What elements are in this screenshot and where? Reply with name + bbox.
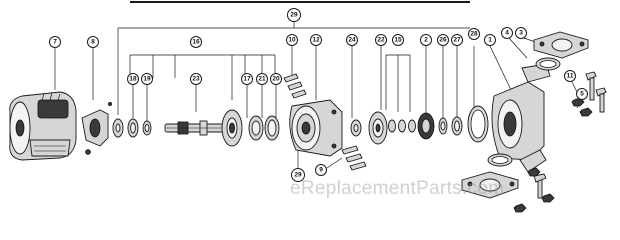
bushing-part-24 [350,119,362,137]
washer-parts-26-27 [438,116,463,136]
adapter-part-8 [81,102,113,155]
impeller-part-22 [368,111,388,145]
callout-22: 22 [375,34,387,46]
svg-text:29: 29 [290,12,298,19]
svg-text:15: 15 [394,37,402,44]
callout-26: 26 [437,34,449,46]
leaders-sub [132,79,277,122]
svg-text:8: 8 [91,39,95,46]
svg-text:27: 27 [453,37,461,44]
nuts-part-11 [571,97,593,117]
svg-text:5: 5 [580,91,584,98]
callout-29-bottom: 29 [291,168,305,182]
callout-3: 3 [515,27,527,39]
callout-16: 16 [190,36,202,48]
ring-parts-21-20 [248,115,280,141]
shaft-part-23 [164,120,226,136]
watermark-text: eReplacementParts.com [290,178,505,199]
callout-18: 18 [127,73,139,85]
gasket-part-4 [535,57,561,71]
callout-1: 1 [484,34,496,46]
svg-text:22: 22 [377,37,385,44]
callout-23: 23 [190,73,202,85]
svg-text:29: 29 [294,172,302,179]
svg-text:18: 18 [129,76,137,83]
callout-20: 20 [270,73,282,85]
svg-text:23: 23 [192,76,200,83]
callout-15: 15 [392,34,404,46]
svg-text:2: 2 [424,37,428,44]
callout-27: 27 [451,34,463,46]
exploded-parts-diagram: 29 7 8 16 10 12 24 22 15 2 26 27 [9,1,607,213]
callout-9: 9 [315,164,327,176]
svg-text:11: 11 [567,73,574,80]
callout-19: 19 [141,73,153,85]
svg-text:26: 26 [439,37,447,44]
screws-part-9 [341,145,367,171]
callout-29-top: 29 [287,8,301,22]
svg-text:9: 9 [319,167,323,174]
diffuser-part-2 [417,112,435,140]
svg-text:20: 20 [272,76,280,83]
leader-9 [326,157,343,169]
gasket-part-28 [467,105,489,143]
callout-21: 21 [256,73,268,85]
bracket-15 [385,54,411,112]
bolts-part-5 [585,71,607,113]
svg-text:7: 7 [53,39,57,46]
callout-24: 24 [346,34,358,46]
bracket-16-drops [129,55,276,100]
ring-parts-18-19 [112,118,152,138]
motor-part-7 [9,91,77,161]
svg-text:21: 21 [258,76,266,83]
svg-text:19: 19 [143,76,151,83]
callout-11: 11 [564,70,576,82]
callout-28: 28 [468,28,480,40]
callout-2: 2 [420,34,432,46]
callout-7: 7 [49,36,61,48]
bracket-part-12 [289,99,343,157]
svg-text:1: 1 [488,37,492,44]
callout-10: 10 [286,34,298,46]
svg-text:12: 12 [312,37,320,44]
svg-text:4: 4 [505,30,509,37]
leader-4 [508,37,528,59]
svg-text:10: 10 [288,37,296,44]
bottom-flange-parts [461,153,519,199]
svg-text:24: 24 [348,37,356,44]
svg-text:3: 3 [519,30,523,37]
callout-12: 12 [310,34,322,46]
bottom-bolts [513,167,555,213]
screws-part-10 [283,73,307,99]
seal-housing-part-17 [221,109,243,147]
svg-text:16: 16 [192,39,200,46]
svg-text:17: 17 [243,76,251,83]
svg-text:28: 28 [470,31,478,38]
callout-5: 5 [576,88,588,100]
spacers-part-15 [388,119,416,133]
callout-17: 17 [241,73,253,85]
pump-body-part-1 [491,63,551,173]
diagram-svg: 29 7 8 16 10 12 24 22 15 2 26 27 [9,1,607,213]
callout-4: 4 [501,27,513,39]
flange-part-3 [533,31,589,59]
callout-8: 8 [87,36,99,48]
leader-1 [489,45,513,93]
